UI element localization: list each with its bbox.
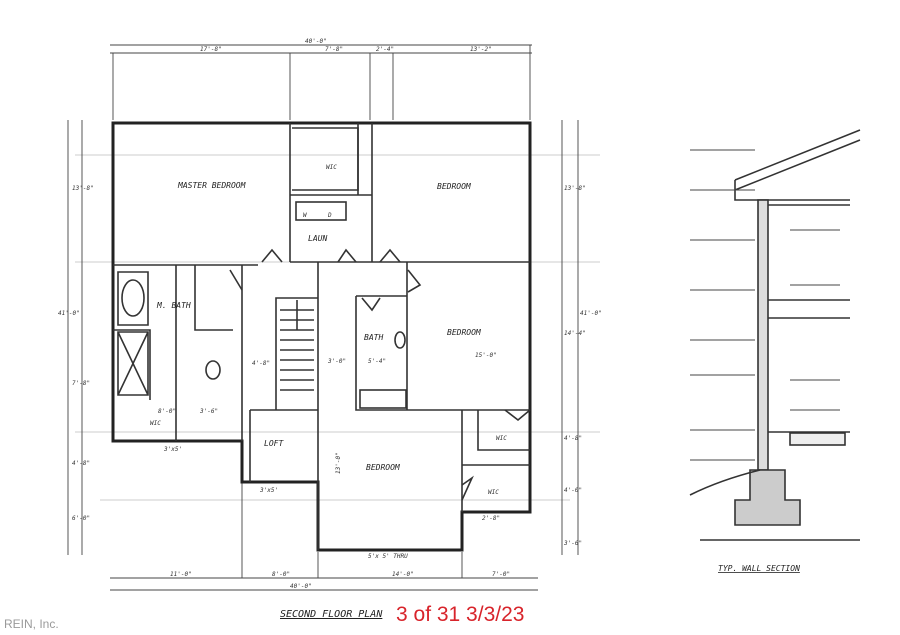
- dim-right: 41'-0": [580, 310, 602, 317]
- room-label-wic: WIC: [488, 489, 499, 496]
- plan-title: SECOND FLOOR PLAN: [280, 609, 383, 620]
- room-label-wic: WIC: [496, 435, 507, 442]
- washer-label: W: [303, 212, 308, 219]
- dimension-lines: [67, 44, 579, 591]
- wall-section-title: TYP. WALL SECTION: [718, 564, 800, 573]
- room-label-bedroom: BEDROOM: [447, 328, 482, 337]
- room-label-m-bath: M. BATH: [156, 301, 191, 310]
- dryer-label: D: [327, 212, 332, 219]
- dim-right: 13'-8": [564, 185, 586, 192]
- dim-note: 5'x 5' THRU: [368, 553, 408, 560]
- dim-note: 15'-0": [475, 352, 497, 359]
- dim-note: 3'x5': [163, 446, 182, 453]
- dim-right: 4'-0": [564, 487, 582, 494]
- room-label-bath: BATH: [364, 333, 383, 342]
- stairs: [280, 300, 314, 391]
- dim-top-overall: 40'-0": [305, 38, 327, 45]
- room-label-master-bedroom: MASTER BEDROOM: [177, 181, 247, 190]
- door-swings: [229, 248, 531, 501]
- dim-left: 41'-0": [58, 310, 80, 317]
- dim-left: 13'-8": [72, 185, 94, 192]
- dim-bottom: 8'-0": [272, 571, 290, 578]
- dim-top: 2'-4": [376, 46, 394, 53]
- dim-note: 4'-8": [252, 360, 270, 367]
- dim-bottom: 14'-0": [392, 571, 414, 578]
- dim-note: 3'-0": [327, 358, 346, 365]
- dim-bottom-overall: 40'-0": [290, 583, 312, 590]
- dim-right: 14'-4": [564, 330, 586, 337]
- dim-left: 4'-8": [72, 460, 90, 467]
- room-label-bedroom: BEDROOM: [366, 463, 401, 472]
- dim-note: 3'-6": [199, 408, 218, 415]
- room-label-bedroom: BEDROOM: [437, 182, 472, 191]
- dim-right: 4'-8": [564, 435, 582, 442]
- dim-left: 7'-8": [72, 380, 90, 387]
- dim-left: 6'-0": [72, 515, 90, 522]
- dim-top: 17'-8": [200, 46, 222, 53]
- dim-right: 3'-6": [563, 540, 582, 547]
- interior-walls: [113, 123, 530, 550]
- room-labels: MASTER BEDROOM BEDROOM BEDROOM BEDROOM M…: [150, 164, 507, 496]
- dim-note: 3'x5': [259, 487, 278, 494]
- dimension-labels: 40'-0" 17'-8" 7'-8" 2'-4" 13'-2" 11'-0" …: [58, 38, 602, 590]
- dim-note: 2'-8": [482, 515, 500, 522]
- dim-top: 7'-8": [325, 46, 343, 53]
- dim-note: 5'-4": [368, 358, 386, 365]
- reference-grid: [75, 154, 600, 501]
- room-label-wic: WIC: [150, 420, 161, 427]
- room-label-loft: LOFT: [264, 439, 284, 448]
- watermark: REIN, Inc.: [4, 617, 59, 631]
- room-label-laun: LAUN: [308, 234, 327, 243]
- page-stamp: 3 of 31 3/3/23: [396, 603, 525, 626]
- dim-top: 13'-2": [470, 46, 492, 53]
- dim-bottom: 7'-0": [492, 571, 510, 578]
- dim-note: 8'-0": [158, 408, 176, 415]
- room-label-wic: WIC: [326, 164, 337, 171]
- wall-section-detail: TYP. WALL SECTION: [689, 129, 861, 573]
- dim-bottom: 11'-0": [170, 571, 192, 578]
- dim-note: 13'-0": [335, 452, 342, 474]
